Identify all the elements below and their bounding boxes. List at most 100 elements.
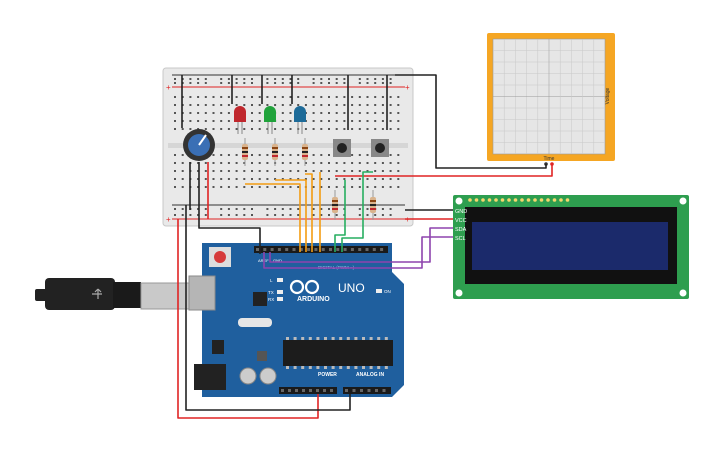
- bb-hole: [174, 214, 176, 216]
- wire-pot-wiper: [198, 162, 261, 254]
- bb-hole: [304, 170, 307, 172]
- bb-hole: [343, 112, 346, 114]
- bb-hole: [235, 96, 238, 98]
- bb-hole: [358, 128, 361, 130]
- bb-hole: [328, 208, 330, 210]
- lcd-pin-vcc[interactable]: VCC: [455, 218, 467, 224]
- usb-icon: [92, 288, 102, 299]
- bb-hole: [343, 104, 346, 106]
- bb-hole: [374, 120, 377, 122]
- bb-hole: [243, 208, 246, 210]
- wire-lcd-scl: [263, 236, 453, 269]
- lcd-pin-scl[interactable]: SCL: [455, 236, 466, 242]
- bb-hole: [212, 128, 215, 130]
- lcd-pin-gnd[interactable]: GND: [455, 209, 467, 215]
- bb-hole: [274, 128, 277, 130]
- bb-hole: [281, 120, 284, 122]
- bb-hole: [304, 96, 307, 98]
- led-blue[interactable]: [294, 106, 306, 134]
- bb-hole: [251, 120, 253, 122]
- usb-cable[interactable]: [35, 278, 198, 310]
- chip-pin: [286, 337, 289, 340]
- bb-hole: [258, 186, 261, 188]
- dc-barrel-jack[interactable]: [194, 364, 226, 390]
- bb-hole: [358, 170, 361, 172]
- bb-hole: [243, 214, 246, 216]
- rail-plus-bottom: +: [166, 215, 171, 224]
- bb-hole: [328, 78, 330, 80]
- bb-hole: [381, 120, 384, 122]
- wire-arduino-gnd: [185, 205, 351, 411]
- chip-pin: [308, 337, 312, 340]
- header-hole: [323, 389, 326, 392]
- capacitor: [239, 367, 257, 385]
- bb-hole: [197, 178, 200, 180]
- bb-hole: [304, 128, 307, 130]
- bb-hole: [281, 162, 284, 164]
- bb-hole: [289, 82, 292, 84]
- led-red[interactable]: [234, 106, 246, 134]
- voltage-regulator: [212, 340, 224, 354]
- bb-hole: [389, 120, 392, 122]
- breadboard[interactable]: + + + +: [162, 67, 414, 227]
- header-hole: [336, 248, 340, 251]
- resistors[interactable]: [242, 138, 376, 220]
- wires: [177, 74, 553, 419]
- arduino-uno[interactable]: ARDUINO UNO L TX RX ON POWER ANALOG IN D…: [188, 243, 404, 397]
- bb-hole: [343, 82, 346, 84]
- bb-hole: [258, 154, 261, 156]
- push-button-2[interactable]: [371, 139, 389, 157]
- bb-hole: [366, 78, 369, 80]
- bb-hole: [389, 104, 392, 106]
- bb-hole: [397, 186, 400, 188]
- oscilloscope[interactable]: Voltage Time: [487, 33, 615, 166]
- push-button-1[interactable]: [333, 139, 351, 157]
- resistor-band: [370, 200, 376, 202]
- usb-b-port[interactable]: [188, 275, 216, 311]
- bb-hole: [220, 178, 223, 180]
- header-hole: [375, 389, 378, 392]
- bb-hole: [212, 96, 215, 98]
- bb-hole: [335, 112, 338, 114]
- bb-hole: [366, 128, 369, 130]
- chip-pin: [324, 337, 327, 340]
- bb-hole: [343, 96, 346, 98]
- bb-hole: [374, 186, 377, 188]
- bb-hole: [204, 112, 207, 114]
- analog-header[interactable]: [343, 387, 391, 394]
- led-green[interactable]: [264, 106, 276, 134]
- header-hole: [345, 389, 348, 392]
- potentiometer[interactable]: [183, 129, 215, 161]
- bb-hole: [397, 170, 400, 172]
- header-hole: [382, 389, 386, 392]
- bb-hole: [235, 170, 238, 172]
- bb-hole: [366, 178, 369, 180]
- bb-hole: [174, 178, 176, 180]
- bb-hole: [235, 178, 238, 180]
- bb-hole: [312, 214, 315, 216]
- bb-hole: [366, 96, 369, 98]
- lcd-pin-sda[interactable]: SDA: [455, 227, 467, 233]
- bb-hole: [381, 178, 384, 180]
- bb-hole: [227, 104, 230, 106]
- bb-hole: [397, 112, 400, 114]
- bb-hole: [335, 178, 338, 180]
- bb-hole: [189, 82, 192, 84]
- header-hole: [292, 248, 296, 251]
- bb-hole: [320, 78, 323, 80]
- lcd-module[interactable]: GND VCC SDA SCL: [453, 195, 689, 299]
- lcd-header-pin: [539, 198, 544, 202]
- digital-header[interactable]: [254, 246, 388, 253]
- smd-component: [257, 351, 267, 361]
- power-header[interactable]: [279, 387, 337, 394]
- bb-hole: [289, 154, 292, 156]
- reset-button[interactable]: [214, 251, 226, 263]
- bb-hole: [374, 112, 377, 114]
- bb-hole: [281, 82, 284, 84]
- bb-hole: [220, 78, 223, 80]
- wire-led-green: [275, 179, 307, 252]
- bb-hole: [358, 78, 361, 80]
- bb-hole: [251, 214, 253, 216]
- bb-hole: [289, 214, 292, 216]
- bb-hole: [281, 186, 284, 188]
